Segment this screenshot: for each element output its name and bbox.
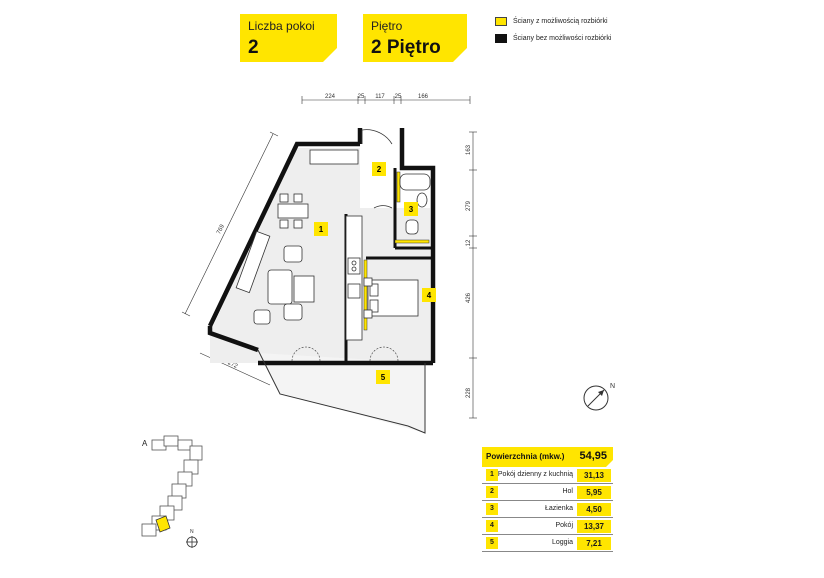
balcony-doors	[291, 346, 399, 362]
table-row: 3 Łazienka 4,50	[482, 501, 613, 518]
row-number: 2	[486, 486, 498, 498]
location-compass-letter: N	[190, 529, 194, 535]
dim-top-4: 25	[395, 94, 402, 100]
toilet	[405, 219, 419, 235]
kitchen-counter	[345, 215, 363, 341]
floor-badge: Piętro 2 Piętro	[363, 14, 467, 62]
wing-label: A	[142, 439, 148, 448]
top-dimensions	[301, 96, 471, 104]
compass-letter: N	[610, 383, 615, 390]
floor-label: Piętro	[371, 19, 403, 33]
floor-value: 2 Piętro	[371, 37, 441, 58]
area-table-header: Powierzchnia (mkw.) 54,95	[482, 447, 613, 467]
row-number: 5	[486, 537, 498, 549]
table-row: 5 Loggia 7,21	[482, 535, 613, 552]
compass-icon: N	[583, 383, 615, 411]
row-room-area: 13,37	[577, 520, 611, 533]
room-marker-1: 1	[319, 225, 324, 234]
room-marker-3: 3	[409, 205, 414, 214]
table-row: 1 Pokój dzienny z kuchnią 31,13	[482, 467, 613, 484]
sink	[416, 192, 428, 208]
legend-yellow-swatch	[495, 17, 507, 26]
dim-right-3: 12	[466, 239, 472, 246]
row-room-name: Pokój	[555, 522, 573, 529]
legend-fixed-walls: Ściany bez możliwości rozbiórki	[495, 34, 611, 43]
row-room-name: Pokój dzienny z kuchnią	[497, 471, 573, 478]
rooms-count-label: Liczba pokoi	[248, 19, 315, 33]
legend-removable-walls: Ściany z możliwością rozbiórki	[495, 17, 608, 26]
building-location-map: A N	[141, 435, 203, 548]
row-room-name: Loggia	[551, 539, 573, 546]
dim-top-5: 166	[418, 94, 429, 100]
dim-top-3: 117	[375, 94, 385, 100]
room-marker-2: 2	[377, 165, 382, 174]
dim-loggia: 228	[466, 387, 472, 398]
rooms-count-value: 2	[248, 37, 259, 58]
room-marker-4: 4	[427, 291, 432, 300]
living-set	[253, 245, 315, 325]
dim-right-1: 163	[466, 144, 472, 155]
table-row: 2 Hol 5,95	[482, 484, 613, 501]
row-number: 3	[486, 503, 498, 515]
dim-left: 769	[216, 223, 226, 235]
dim-bottom-left: 272	[227, 360, 239, 370]
dim-right-2: 279	[466, 200, 472, 211]
legend-yellow-text: Ściany z możliwością rozbiórki	[513, 18, 608, 25]
rooms-count-badge: Liczba pokoi 2	[240, 14, 337, 62]
table-row: 4 Pokój 13,37	[482, 518, 613, 535]
dining-set	[277, 193, 309, 229]
row-room-area: 7,21	[577, 537, 611, 550]
row-room-name: Łazienka	[544, 505, 573, 512]
entry-door	[361, 129, 393, 145]
dim-top-1: 224	[325, 94, 336, 100]
area-table-title: Powierzchnia (mkw.)	[486, 452, 565, 461]
left-dimension	[181, 131, 279, 317]
row-number: 4	[486, 520, 498, 532]
area-total: 54,95	[579, 450, 607, 462]
tv-unit	[235, 230, 271, 294]
apartment-location-highlight	[155, 515, 171, 533]
row-room-area: 5,95	[577, 486, 611, 499]
row-room-name: Hol	[562, 488, 573, 495]
bathtub	[399, 173, 431, 191]
dim-top-2: 25	[358, 94, 365, 100]
right-dimensions	[469, 131, 477, 419]
hall-wardrobe	[309, 149, 359, 165]
row-room-area: 4,50	[577, 503, 611, 516]
bathroom-door	[373, 205, 393, 209]
bed	[363, 277, 419, 319]
dim-right-4: 426	[466, 292, 472, 303]
legend-black-text: Ściany bez możliwości rozbiórki	[513, 35, 612, 42]
floor-plan: 224 25 117 25 166 163 279 12 426 228 769…	[181, 94, 477, 434]
row-room-area: 31,13	[577, 469, 611, 482]
row-number: 1	[486, 469, 498, 481]
room-marker-5: 5	[381, 373, 386, 382]
loggia-outline	[257, 349, 426, 434]
area-table: Powierzchnia (mkw.) 54,95 1 Pokój dzienn…	[482, 447, 613, 552]
location-compass-icon: N	[186, 529, 198, 548]
legend-black-swatch	[495, 34, 507, 43]
interior-removable-walls	[363, 171, 430, 331]
